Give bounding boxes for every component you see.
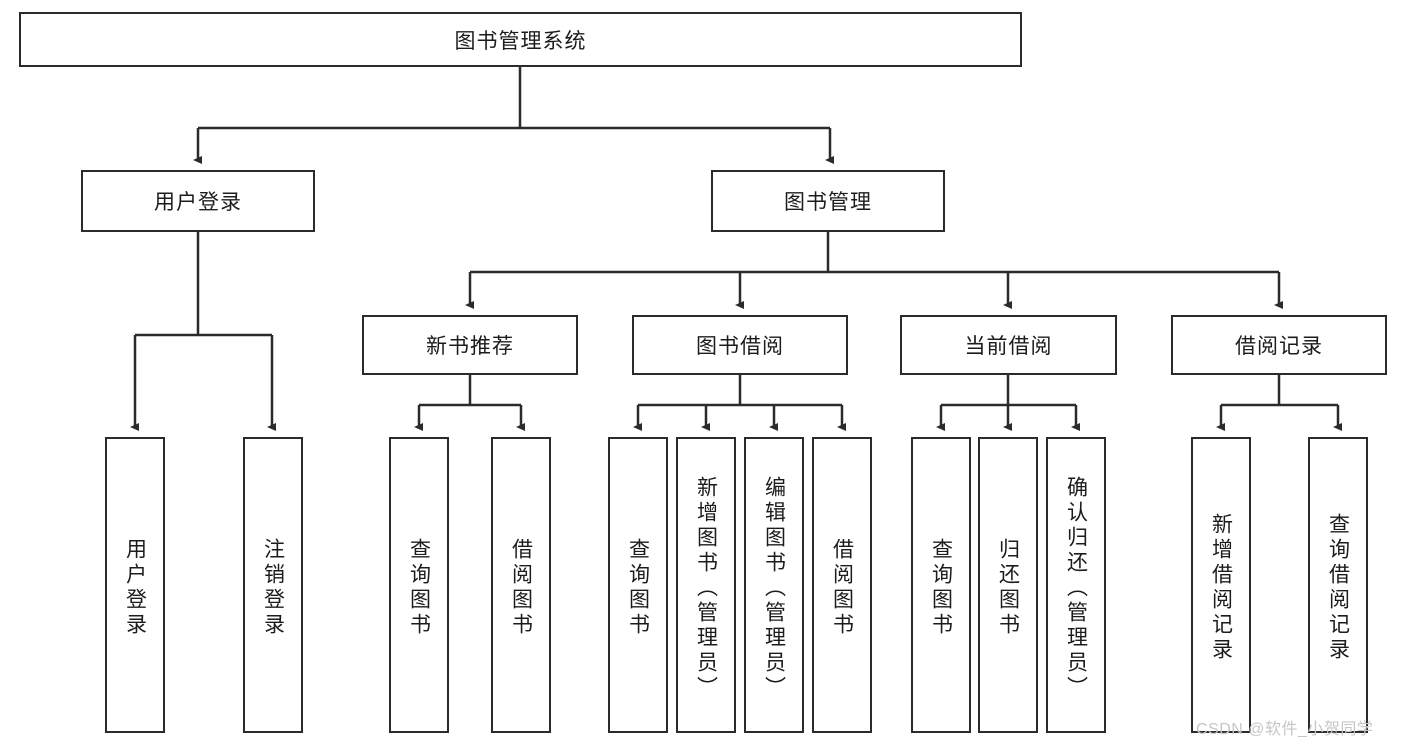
leaf-current-confirm-return-admin[interactable]: 确认归还（管理员） — [1046, 437, 1106, 733]
node-book-borrow[interactable]: 图书借阅 — [632, 315, 848, 375]
node-book-management[interactable]: 图书管理 — [711, 170, 945, 232]
leaf-recommend-query-book[interactable]: 查询图书 — [389, 437, 449, 733]
node-current-borrow[interactable]: 当前借阅 — [900, 315, 1117, 375]
leaf-record-add-record[interactable]: 新增借阅记录 — [1191, 437, 1251, 733]
leaf-user-login-logout[interactable]: 注销登录 — [243, 437, 303, 733]
node-user-login[interactable]: 用户登录 — [81, 170, 315, 232]
node-root-system[interactable]: 图书管理系统 — [19, 12, 1022, 67]
leaf-current-query-book[interactable]: 查询图书 — [911, 437, 971, 733]
node-borrow-record[interactable]: 借阅记录 — [1171, 315, 1387, 375]
leaf-user-login-login[interactable]: 用户登录 — [105, 437, 165, 733]
leaf-borrow-add-book-admin[interactable]: 新增图书（管理员） — [676, 437, 736, 733]
node-new-book-recommend[interactable]: 新书推荐 — [362, 315, 578, 375]
leaf-recommend-borrow-book[interactable]: 借阅图书 — [491, 437, 551, 733]
leaf-current-return-book[interactable]: 归还图书 — [978, 437, 1038, 733]
leaf-borrow-borrow-book[interactable]: 借阅图书 — [812, 437, 872, 733]
leaf-borrow-edit-book-admin[interactable]: 编辑图书（管理员） — [744, 437, 804, 733]
leaf-record-query-record[interactable]: 查询借阅记录 — [1308, 437, 1368, 733]
leaf-borrow-query-book[interactable]: 查询图书 — [608, 437, 668, 733]
csdn-watermark: CSDN @软件_小贺同学 — [1196, 721, 1374, 738]
